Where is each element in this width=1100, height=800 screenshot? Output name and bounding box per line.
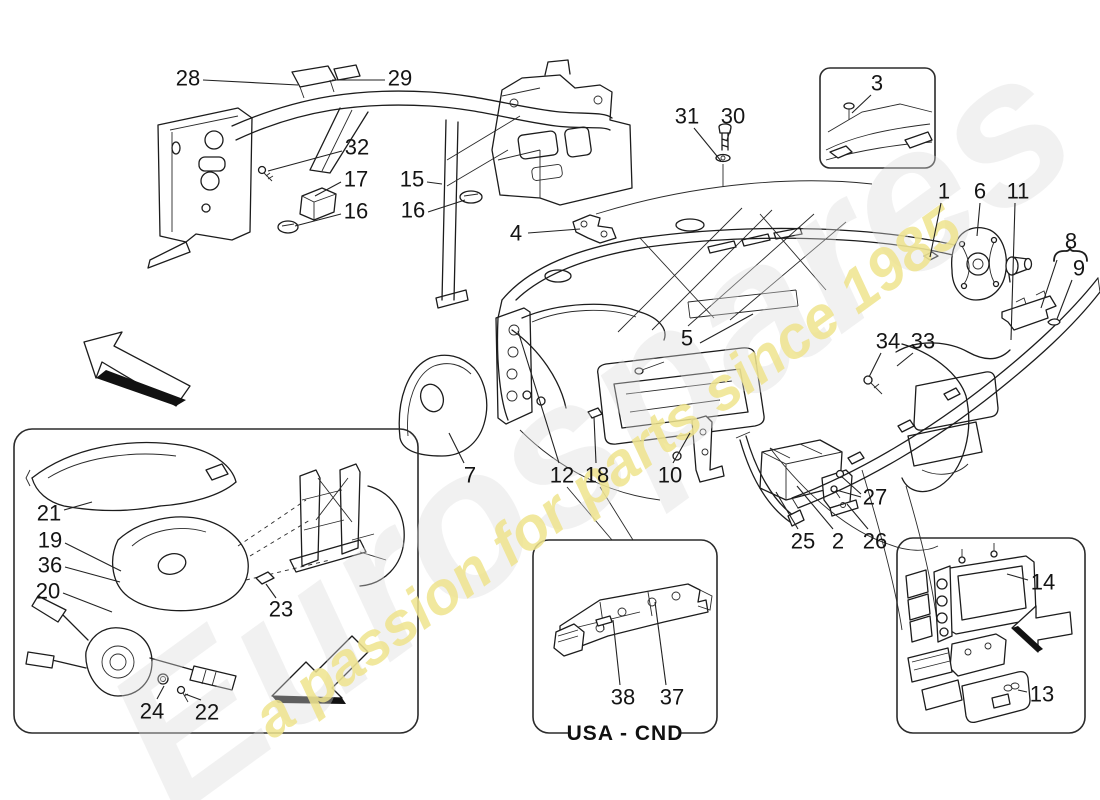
leader-line-5: [699, 313, 754, 344]
leader-line-15: [426, 181, 443, 185]
part-callout-7[interactable]: 7: [464, 463, 476, 488]
part-callout-3[interactable]: 3: [871, 71, 883, 96]
part-callout-36[interactable]: 36: [38, 553, 62, 578]
leader-line-9: [1056, 279, 1073, 320]
part-callout-26[interactable]: 26: [863, 529, 887, 554]
usa-bracket-art: [553, 583, 713, 657]
cross-beam-assembly: [147, 59, 633, 309]
leader-line-22: [184, 693, 202, 701]
part-callout-5[interactable]: 5: [681, 326, 693, 351]
part-callout-29[interactable]: 29: [388, 66, 412, 91]
part-callout-22[interactable]: 22: [195, 700, 219, 725]
part-callout-6[interactable]: 6: [974, 179, 986, 204]
airbag-module-6: [923, 227, 1033, 301]
part-callout-25[interactable]: 25: [791, 529, 815, 554]
market-label: USA - CND: [567, 722, 684, 745]
part-callout-21[interactable]: 21: [37, 501, 61, 526]
part-callout-16[interactable]: 16: [401, 198, 425, 223]
part-callout-17[interactable]: 17: [344, 167, 368, 192]
leader-line-6: [976, 202, 981, 237]
leader-line-19: [64, 542, 122, 572]
windshield-hatch: [595, 180, 873, 333]
part-callout-11[interactable]: 11: [1007, 179, 1030, 204]
leader-line-38: [612, 619, 621, 686]
leader-line-17: [314, 181, 342, 197]
part-callout-27[interactable]: 27: [863, 485, 887, 510]
leader-line-31: [693, 127, 722, 162]
part-callout-4[interactable]: 4: [510, 221, 522, 246]
leader-line-23: [265, 583, 277, 599]
trim-strip-11: [791, 277, 1100, 509]
leader-line-16: [294, 213, 342, 227]
part-callout-9[interactable]: 9: [1073, 256, 1085, 281]
leader-line-24: [156, 685, 165, 700]
leader-line-20: [62, 592, 113, 613]
part-callout-18[interactable]: 18: [585, 463, 609, 488]
footer-label-mask: [571, 720, 679, 744]
leader-line-28: [202, 79, 299, 86]
center-stack-art: [905, 543, 1073, 724]
part-callout-28[interactable]: 28: [176, 66, 200, 91]
part-callout-20[interactable]: 20: [36, 579, 60, 604]
leader-line-33: [896, 352, 914, 367]
screw-detail-art: [825, 102, 933, 161]
leader-line-34: [868, 352, 882, 378]
part-callout-2[interactable]: 2: [832, 529, 844, 554]
leader-line-8: [1040, 259, 1058, 309]
part-callout-19[interactable]: 19: [38, 528, 62, 553]
callout-8-brace: [1053, 246, 1088, 262]
leader-line-36: [64, 566, 121, 583]
part-callout-30[interactable]: 30: [721, 104, 745, 129]
leader-line-7: [448, 432, 465, 464]
leader-line-32: [267, 150, 343, 172]
leader-line-4: [527, 228, 581, 234]
part-callout-24[interactable]: 24: [140, 699, 164, 724]
leader-line-11: [1010, 202, 1016, 341]
part-callout-34[interactable]: 34: [876, 329, 900, 354]
part-callout-14[interactable]: 14: [1031, 570, 1055, 595]
part-callout-32[interactable]: 32: [345, 135, 369, 160]
steering-column-box: [13, 428, 419, 734]
side-end-panel-7: [398, 354, 488, 457]
leader-line-25: [775, 491, 799, 530]
watermark-brand: Eurospares: [66, 6, 1100, 800]
leader-line-27: [835, 489, 862, 498]
direction-arrow: [83, 331, 191, 407]
part-callout-1[interactable]: 1: [938, 179, 950, 204]
leader-line-13: [1017, 689, 1028, 693]
screw-detail-box: [819, 67, 936, 169]
part-callout-38[interactable]: 38: [611, 685, 635, 710]
leader-line-30: [726, 127, 732, 141]
leader-line-10: [672, 432, 691, 464]
part-callout-10[interactable]: 10: [658, 463, 682, 488]
part-callout-31[interactable]: 31: [675, 104, 699, 129]
leader-line-18: [593, 416, 597, 464]
part-callout-33[interactable]: 33: [911, 329, 935, 354]
leader-line-1: [929, 202, 942, 258]
steering-column-art: [25, 441, 405, 704]
center-stack-box: [896, 537, 1086, 734]
part-callout-13[interactable]: 13: [1030, 682, 1054, 707]
leader-line-37: [654, 601, 667, 686]
leader-line-21: [63, 501, 93, 511]
part-callout-37[interactable]: 37: [660, 685, 684, 710]
leader-line-27: [840, 475, 862, 495]
part-callout-23[interactable]: 23: [269, 597, 293, 622]
part-callout-15[interactable]: 15: [400, 167, 424, 192]
leader-line-14: [1006, 573, 1029, 581]
leader-line-26: [846, 503, 869, 530]
leader-line-12: [517, 330, 560, 464]
leader-line-3: [851, 94, 872, 114]
part-callout-16[interactable]: 16: [344, 199, 368, 224]
leader-line-2: [796, 485, 834, 530]
exploded-view-artwork: [25, 59, 1100, 724]
leader-lines: [62, 79, 1073, 701]
part-callout-8[interactable]: 8: [1065, 229, 1077, 254]
part-callout-12[interactable]: 12: [550, 463, 574, 488]
leader-line-16: [427, 199, 466, 213]
